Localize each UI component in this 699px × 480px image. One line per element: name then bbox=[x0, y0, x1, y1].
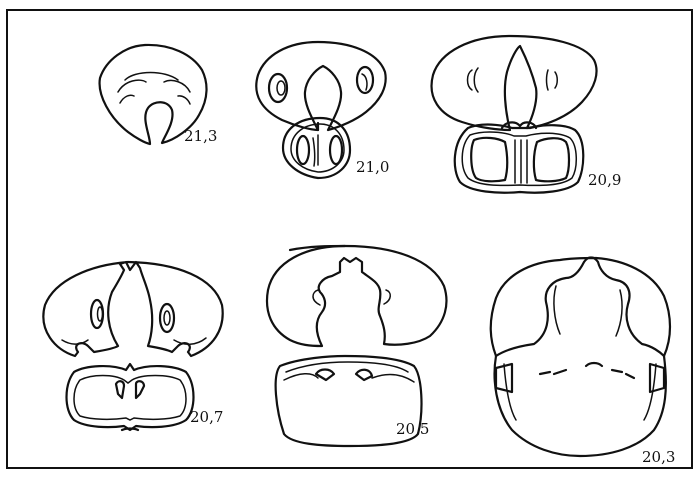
figure-frame bbox=[7, 10, 692, 468]
section-20-7: 20,7 bbox=[43, 262, 223, 430]
section-20-5: 20,5 bbox=[267, 246, 446, 446]
stage-label-21-3: 21,3 bbox=[184, 127, 217, 145]
stage-label-20-9: 20,9 bbox=[588, 171, 621, 189]
stage-label-20-7: 20,7 bbox=[190, 408, 223, 426]
stage-label-20-3: 20,3 bbox=[642, 448, 675, 466]
section-20-3: 20,3 bbox=[491, 258, 676, 467]
stage-label-21-0: 21,0 bbox=[356, 158, 389, 176]
section-20-9: 20,9 bbox=[432, 36, 622, 193]
section-21-3: 21,3 bbox=[100, 45, 218, 145]
stage-label-20-5: 20,5 bbox=[396, 420, 429, 438]
section-21-0: 21,0 bbox=[256, 42, 389, 178]
